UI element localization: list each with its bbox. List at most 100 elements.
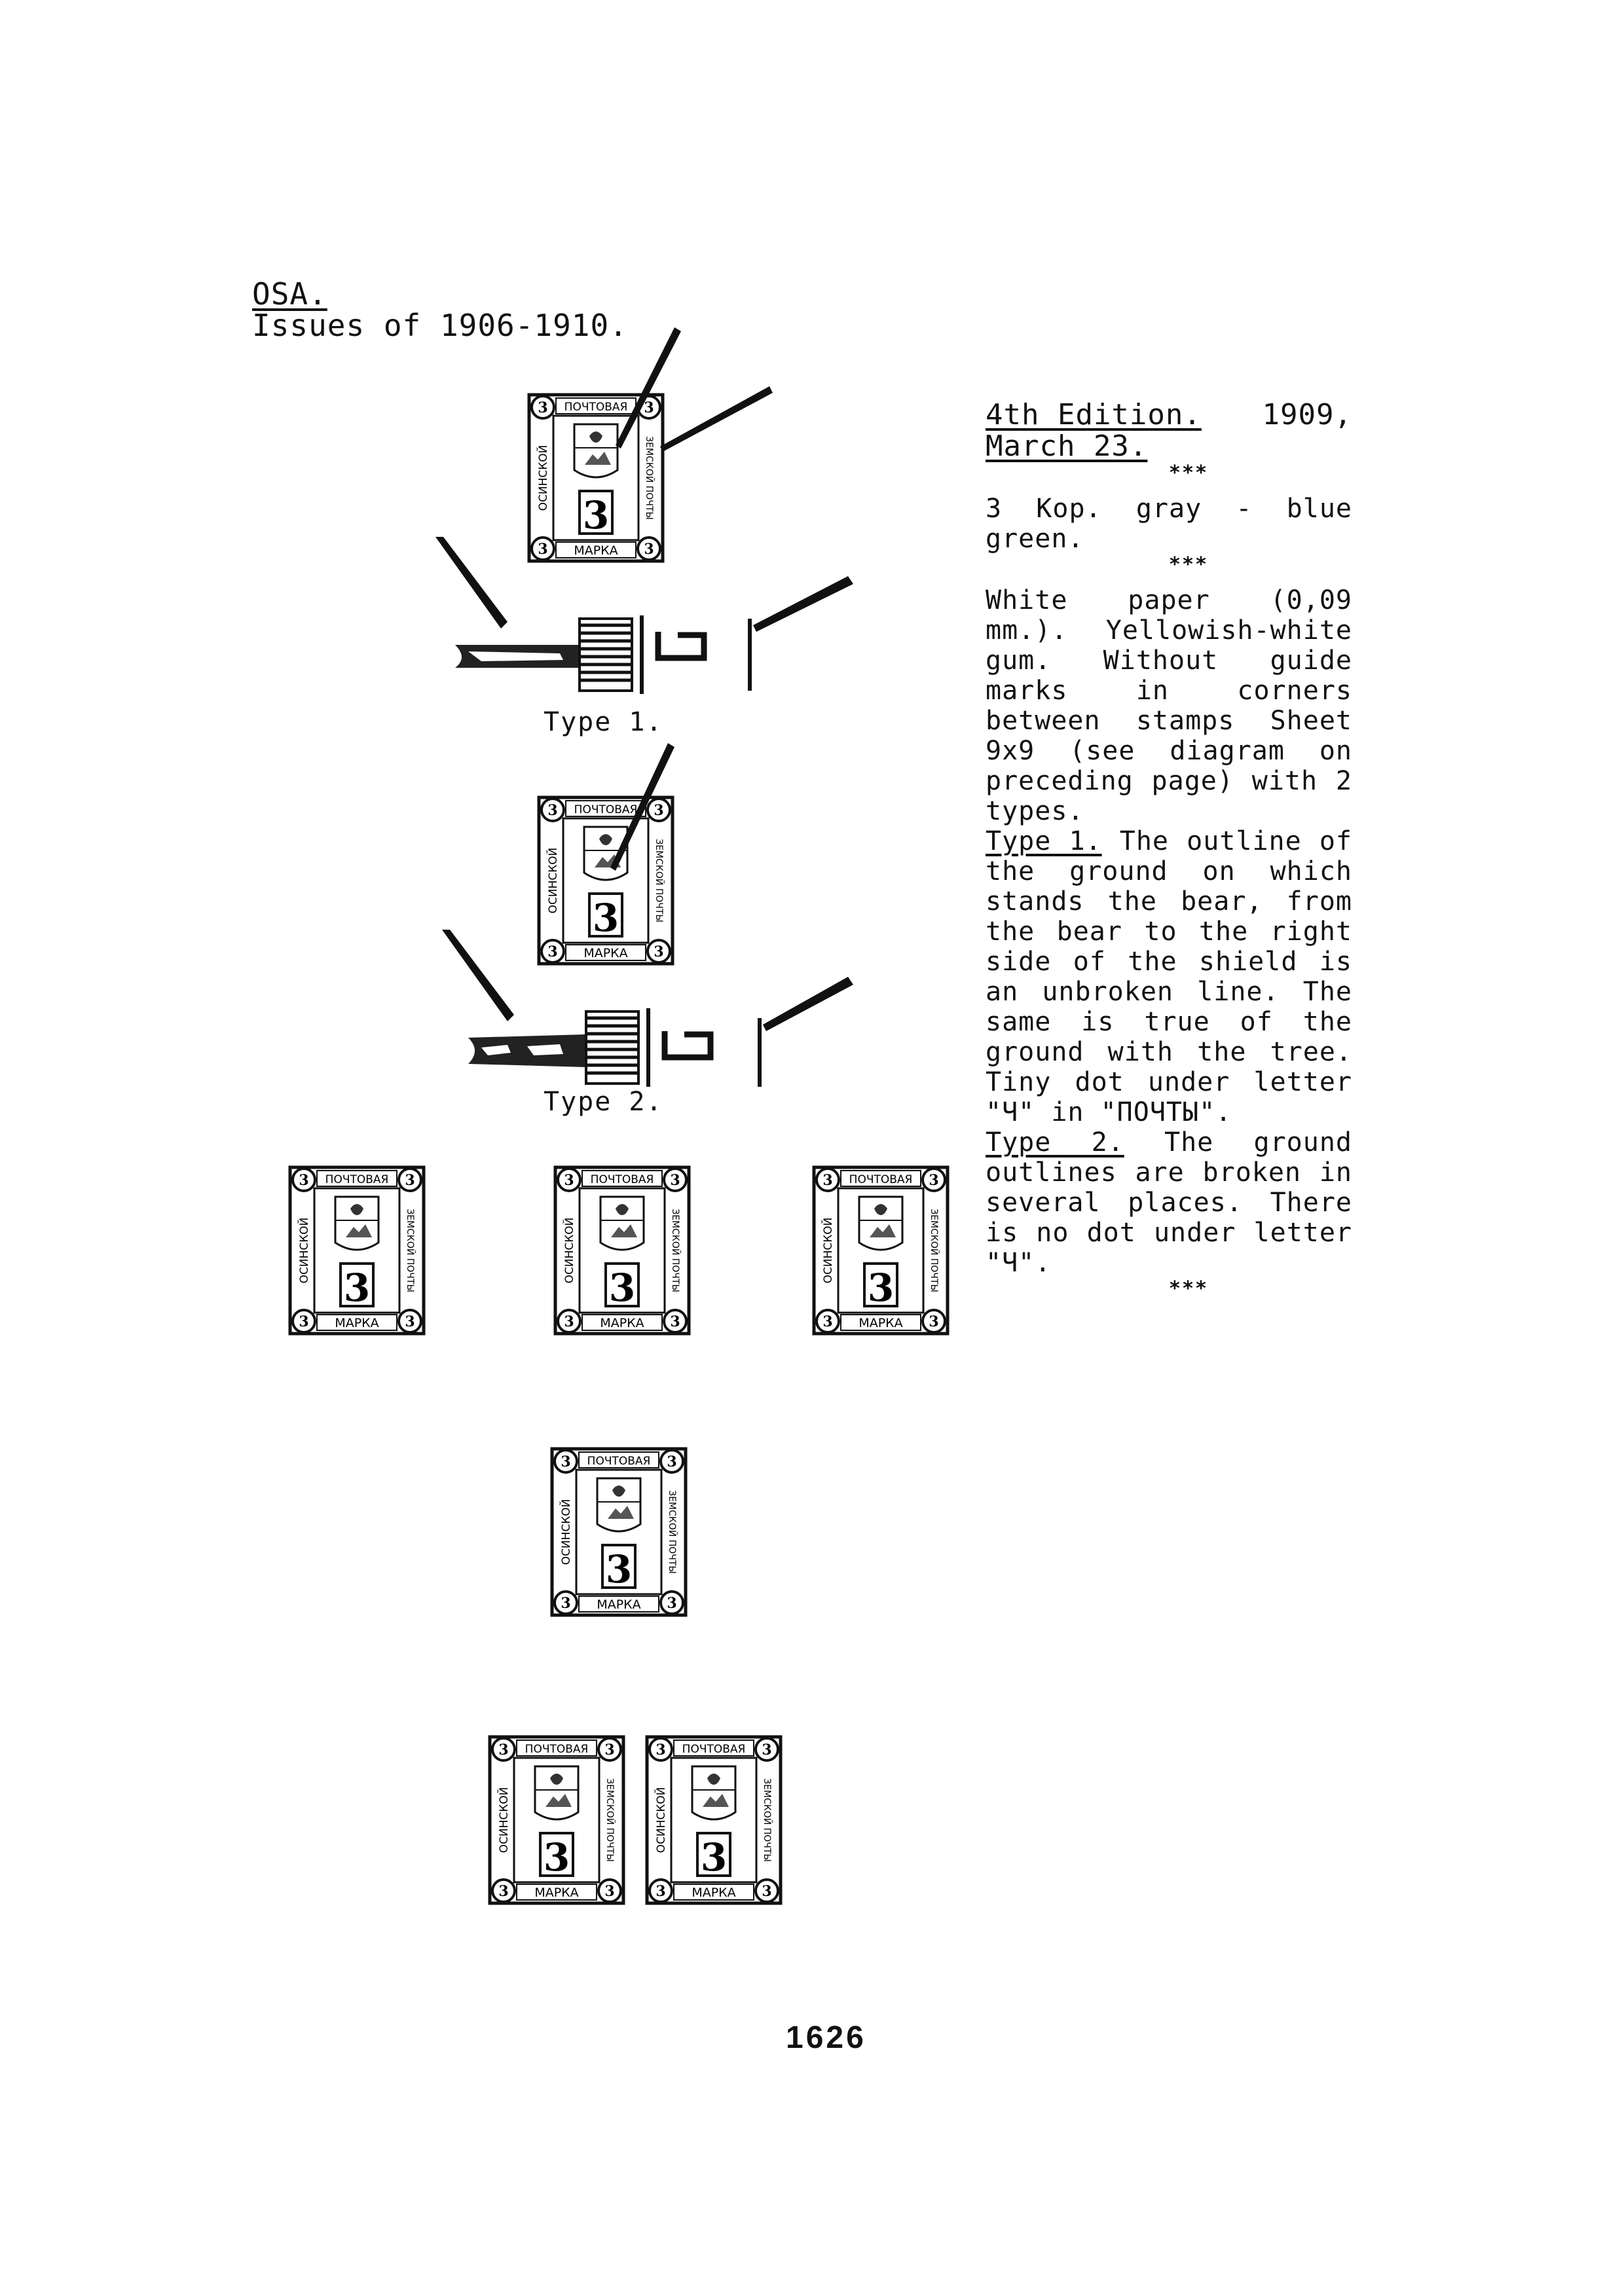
svg-text:3: 3: [538, 399, 547, 416]
svg-text:ЗЕМСКОЙ ПОЧТЫ: ЗЕМСКОЙ ПОЧТЫ: [670, 1209, 682, 1292]
svg-text:3: 3: [609, 1266, 635, 1310]
separator: ***: [1168, 1277, 1209, 1300]
separator: ***: [1168, 553, 1209, 576]
svg-text:ЗЕМСКОЙ ПОЧТЫ: ЗЕМСКОЙ ПОЧТЫ: [604, 1778, 616, 1862]
svg-text:3: 3: [547, 943, 557, 960]
svg-text:3: 3: [498, 1741, 508, 1758]
svg-text:3: 3: [405, 1172, 415, 1189]
svg-text:3: 3: [822, 1313, 832, 1330]
svg-text:3: 3: [655, 1883, 665, 1900]
svg-text:3: 3: [929, 1172, 938, 1189]
svg-text:ОСИНСКОЙ: ОСИНСКОЙ: [562, 1218, 576, 1284]
svg-text:3: 3: [564, 1172, 574, 1189]
separator: ***: [1168, 462, 1209, 484]
svg-text:3: 3: [604, 1883, 614, 1900]
svg-text:МАРКА: МАРКА: [600, 1316, 644, 1330]
svg-text:3: 3: [670, 1172, 680, 1189]
svg-text:3: 3: [644, 399, 654, 416]
svg-text:3: 3: [868, 1266, 894, 1310]
svg-text:3: 3: [606, 1547, 632, 1592]
paper-description: White paper (0,09 mm.). Yellowish-white …: [986, 585, 1352, 826]
svg-text:3: 3: [538, 541, 547, 558]
svg-text:ОСИНСКОЙ: ОСИНСКОЙ: [297, 1218, 311, 1284]
svg-text:3: 3: [701, 1835, 727, 1880]
svg-text:3: 3: [644, 541, 654, 558]
stamp-type2: 3 3 3 3 ПОЧТОВАЯ МАРКА ОСИНСКОЙ ЗЕМСКОЙ …: [537, 795, 674, 966]
svg-text:ЗЕМСКОЙ ПОЧТЫ: ЗЕМСКОЙ ПОЧТЫ: [644, 436, 655, 520]
edition-year: 1909,: [1262, 398, 1352, 431]
svg-text:ОСИНСКОЙ: ОСИНСКОЙ: [821, 1218, 835, 1284]
stamp-type1: 3 3 3 3 ПОЧТОВАЯ МАРКА ОСИНСКОЙ ЗЕМСКОЙ …: [527, 393, 665, 563]
svg-text:3: 3: [561, 1453, 570, 1470]
svg-text:3: 3: [561, 1595, 570, 1612]
svg-text:ЗЕМСКОЙ ПОЧТЫ: ЗЕМСКОЙ ПОЧТЫ: [654, 839, 665, 922]
svg-text:ПОЧТОВАЯ: ПОЧТОВАЯ: [682, 1743, 746, 1756]
section-header: OSA. Issues of 1906-1910.: [252, 278, 628, 342]
type1-heading: Type 1.: [986, 826, 1102, 856]
type1-description: The outline of the ground on which stand…: [986, 826, 1352, 1127]
svg-text:МАРКА: МАРКА: [574, 543, 618, 558]
svg-text:ЗЕМСКОЙ ПОЧТЫ: ЗЕМСКОЙ ПОЧТЫ: [667, 1490, 678, 1574]
stamp-pair-left: 3 3 3 3 ПОЧТОВАЯ МАРКА ОСИНСКОЙ ЗЕМСКОЙ …: [488, 1735, 625, 1905]
svg-text:МАРКА: МАРКА: [583, 946, 627, 960]
svg-text:ОСИНСКОЙ: ОСИНСКОЙ: [654, 1787, 668, 1853]
svg-text:3: 3: [822, 1172, 832, 1189]
page-number: 1626: [786, 2020, 866, 2055]
svg-text:ОСИНСКОЙ: ОСИНСКОЙ: [496, 1787, 511, 1853]
svg-text:МАРКА: МАРКА: [858, 1316, 902, 1330]
svg-text:ПОЧТОВАЯ: ПОЧТОВАЯ: [574, 803, 638, 816]
stamp-pair-right: 3 3 3 3 ПОЧТОВАЯ МАРКА ОСИНСКОЙ ЗЕМСКОЙ …: [645, 1735, 783, 1905]
svg-text:3: 3: [654, 802, 663, 819]
edition-date: March 23.: [986, 429, 1148, 463]
svg-text:МАРКА: МАРКА: [534, 1886, 578, 1900]
svg-text:ОСИНСКОЙ: ОСИНСКОЙ: [545, 848, 560, 914]
svg-text:3: 3: [299, 1313, 308, 1330]
svg-text:3: 3: [929, 1313, 938, 1330]
svg-text:3: 3: [299, 1172, 308, 1189]
detail-enlargement-type2: [429, 930, 861, 1087]
svg-text:ПОЧТОВАЯ: ПОЧТОВАЯ: [525, 1743, 589, 1756]
svg-text:ЗЕМСКОЙ ПОЧТЫ: ЗЕМСКОЙ ПОЧТЫ: [929, 1209, 940, 1292]
svg-text:3: 3: [762, 1741, 771, 1758]
svg-text:3: 3: [344, 1266, 370, 1310]
issues-subtitle: Issues of 1906-1910.: [252, 308, 628, 344]
svg-text:ЗЕМСКОЙ ПОЧТЫ: ЗЕМСКОЙ ПОЧТЫ: [405, 1209, 416, 1292]
svg-text:ПОЧТОВАЯ: ПОЧТОВАЯ: [591, 1173, 654, 1186]
edition-title: 4th Edition.: [986, 398, 1202, 431]
svg-text:МАРКА: МАРКА: [692, 1886, 735, 1900]
pointer-arrow-icon: [589, 327, 773, 458]
stamp-value-colour: 3 Kop. gray - blue green.: [986, 494, 1352, 554]
svg-text:3: 3: [547, 802, 557, 819]
detail-enlargement-type1: [429, 537, 861, 694]
svg-text:МАРКА: МАРКА: [335, 1316, 378, 1330]
svg-text:3: 3: [593, 896, 619, 940]
svg-text:3: 3: [655, 1741, 665, 1758]
svg-text:3: 3: [670, 1313, 680, 1330]
svg-text:3: 3: [604, 1741, 614, 1758]
type2-heading: Type 2.: [986, 1127, 1124, 1157]
svg-text:3: 3: [583, 493, 609, 538]
svg-text:3: 3: [564, 1313, 574, 1330]
pointer-arrow-icon: [589, 743, 688, 874]
stamp-used-1: 3 3 3 3 ПОЧТОВАЯ МАРКА ОСИНСКОЙ ЗЕМСКОЙ …: [288, 1165, 426, 1336]
svg-text:3: 3: [667, 1453, 676, 1470]
svg-text:3: 3: [762, 1883, 771, 1900]
svg-text:ПОЧТОВАЯ: ПОЧТОВАЯ: [849, 1173, 913, 1186]
type2-label: Type 2.: [544, 1087, 663, 1117]
type2-description: The ground outlines are broken in severa…: [986, 1127, 1352, 1278]
svg-text:3: 3: [544, 1835, 570, 1880]
svg-text:ПОЧТОВАЯ: ПОЧТОВАЯ: [564, 401, 628, 414]
svg-text:ОСИНСКОЙ: ОСИНСКОЙ: [559, 1499, 573, 1565]
stamp-single: 3 3 3 3 ПОЧТОВАЯ МАРКА ОСИНСКОЙ ЗЕМСКОЙ …: [550, 1447, 688, 1617]
stamp-used-3: 3 3 3 3 ПОЧТОВАЯ МАРКА ОСИНСКОЙ ЗЕМСКОЙ …: [812, 1165, 950, 1336]
svg-text:3: 3: [654, 943, 663, 960]
svg-text:3: 3: [667, 1595, 676, 1612]
description-column: 4th Edition. 1909, March 23. *** 3 Kop. …: [986, 399, 1352, 1300]
svg-text:ПОЧТОВАЯ: ПОЧТОВАЯ: [587, 1455, 651, 1468]
type1-label: Type 1.: [544, 707, 663, 737]
svg-text:3: 3: [405, 1313, 415, 1330]
svg-text:ОСИНСКОЙ: ОСИНСКОЙ: [536, 445, 550, 511]
svg-text:ПОЧТОВАЯ: ПОЧТОВАЯ: [325, 1173, 389, 1186]
stamp-used-2: 3 3 3 3 ПОЧТОВАЯ МАРКА ОСИНСКОЙ ЗЕМСКОЙ …: [553, 1165, 691, 1336]
svg-text:МАРКА: МАРКА: [597, 1597, 640, 1612]
